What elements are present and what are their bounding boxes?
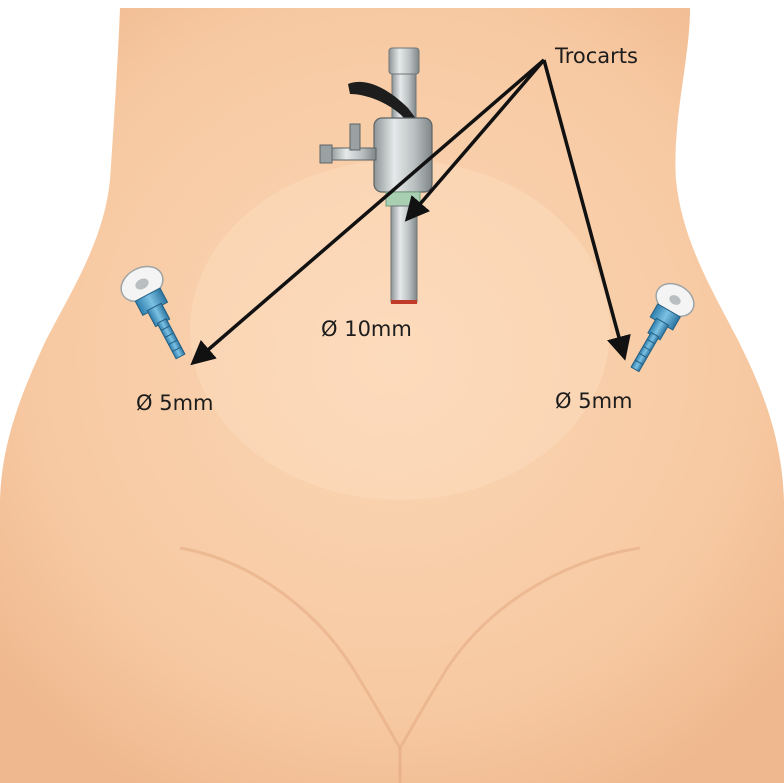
center-trocar-label: Ø 10mm: [321, 317, 412, 341]
trocarts-label: Trocarts: [554, 44, 638, 68]
left-trocar-label: Ø 5mm: [136, 391, 213, 415]
right-trocar-label: Ø 5mm: [555, 389, 632, 413]
